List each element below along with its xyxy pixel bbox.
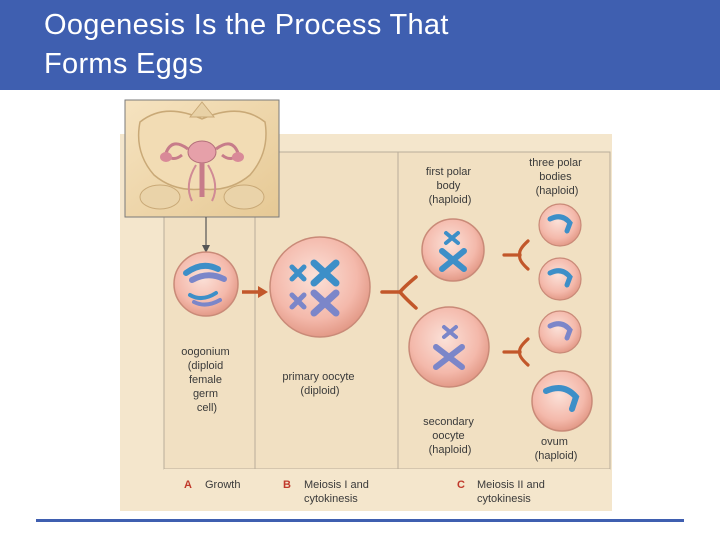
label-oogonium: oogonium (diploid female germ cell) [181, 346, 232, 414]
polar-body-2 [538, 257, 582, 301]
inset-pointer-arrowhead [202, 245, 210, 253]
bottom-rule [36, 519, 684, 522]
pelvis-illustration [124, 99, 280, 218]
label-three-polar-bodies: three polar bodies (haploid) [529, 157, 585, 197]
polar-body-3 [538, 310, 582, 354]
title-bar [0, 0, 720, 90]
arrow-polar-body-division [502, 239, 530, 271]
first-polar-body-cell [421, 218, 485, 282]
secondary-oocyte-cell [408, 306, 490, 388]
label-secondary-oocyte: secondary oocyte (haploid) [423, 416, 477, 456]
stage-a-text: Growth [205, 479, 240, 491]
ovum-cell [531, 370, 593, 432]
arrow-secondary-oocyte-division [502, 337, 530, 367]
stage-c-text: Meiosis II and cytokinesis [477, 479, 548, 505]
stage-b-letter: B [283, 479, 291, 491]
label-ovum: ovum (haploid) [535, 436, 578, 462]
oogenesis-diagram: oogonium (diploid female germ cell) prim… [120, 99, 612, 511]
stage-c-letter: C [457, 479, 465, 491]
arrow-b-to-c [380, 275, 418, 310]
polar-body-1 [538, 203, 582, 247]
label-first-polar-body: first polar body (haploid) [426, 166, 474, 206]
slide-title: Oogenesis Is the Process That Forms Eggs [44, 6, 684, 84]
slide-title-line-2: Forms Eggs [44, 48, 204, 80]
stage-b-text: Meiosis I and cytokinesis [304, 479, 372, 505]
oogonium-cell [173, 251, 239, 317]
primary-oocyte-cell [269, 236, 371, 338]
stage-label-band [164, 469, 610, 511]
stage-a-letter: A [184, 479, 192, 491]
slide-title-line-1: Oogenesis Is the Process That [44, 9, 449, 41]
arrow-a-to-b [242, 286, 268, 298]
label-primary-oocyte: primary oocyte (diploid) [282, 371, 357, 397]
oogenesis-figure: oogonium (diploid female germ cell) prim… [120, 97, 612, 511]
